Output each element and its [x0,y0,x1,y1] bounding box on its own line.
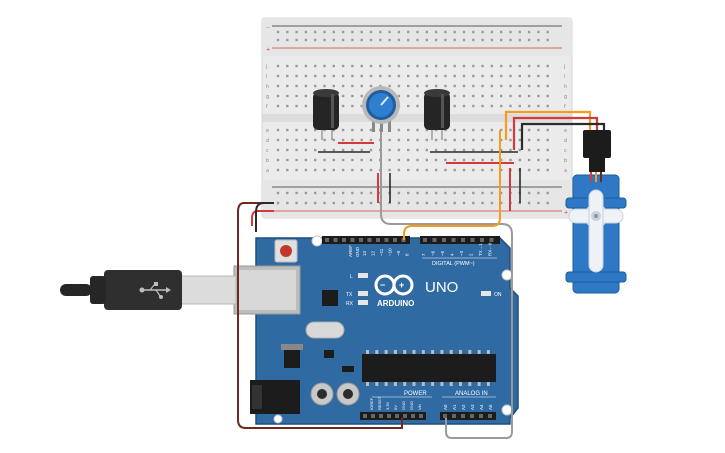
usb-symbol-icon [139,282,171,299]
usb-chip [322,290,338,306]
led-on [481,291,491,296]
rail-plus-label-bottom: + [564,210,568,216]
row-letter-right: f [564,104,566,110]
aref-label: AREF [348,245,353,257]
digital-pin-label: ~6 [431,250,436,256]
power-pin-label: Vin [417,404,422,410]
arduino-uno-board[interactable]: − + ARDUINO UNO L TX RX ON DIGITAL (PWM~… [233,235,519,425]
servo-wires [504,110,606,150]
analog-pin-label: A5 [488,404,493,410]
led-l [358,273,368,278]
analog-header[interactable] [440,412,496,420]
row-letter-right: b [564,158,567,164]
capacitor-right[interactable] [424,89,450,140]
row-letter-left: a [266,168,269,174]
digital-pin-label: 13 [362,250,367,256]
row-letter-right: g [564,94,567,100]
rail-plus-label: + [266,47,270,53]
analog-pin-label: A2 [461,404,466,410]
analog-in-label: ANALOG IN [455,391,488,397]
row-letter-right: j [563,64,565,70]
row-letter-right: a [564,168,567,174]
led-tx-label: TX [346,292,353,298]
arduino-brand: ARDUINO [377,299,414,308]
breadboard-center-channel [262,114,572,122]
analog-pin-label: A1 [452,404,457,410]
digital-pin-label: ~9 [396,250,401,256]
row-letter-left: h [266,84,269,90]
svg-text:+: + [399,280,404,290]
row-letter-left: j [265,64,267,70]
digital-pin-label: 8 [405,253,410,256]
arduino-logo: − + [374,274,414,296]
atmega-microcontroller [362,354,496,382]
svg-text:−: − [380,280,385,290]
digital-pin-label: ~5 [440,250,445,256]
digital-pin-labels: 13 12~11 ~10~9 8 7 ~6 ~5 4 ~3 2 TX→1 RX←0 [362,242,493,256]
digital-pin-label: 12 [371,250,376,256]
power-pin-label: 5V [393,405,398,410]
row-letter-right: e [564,128,567,134]
led-l-label: L [350,274,353,280]
row-letter-left: f [266,104,268,110]
potentiometer[interactable] [362,86,400,132]
servo-connector[interactable] [583,130,611,158]
row-letter-right: h [564,84,567,90]
analog-pin-label: A4 [479,404,484,410]
analog-pin-labels: A0 A1 A2 A3 A4 A5 [443,404,493,410]
digital-pin-label: TX→1 [478,243,483,256]
led-rx [358,300,368,305]
power-pin-label: GND [409,401,414,410]
capacitor-left[interactable] [313,89,339,140]
digital-header-left[interactable] [322,236,410,244]
breadboard-jumpers [318,142,521,211]
row-letter-right: c [564,148,567,154]
usb-plug-metal [179,275,237,305]
crystal-oscillator [305,321,345,339]
row-letter-left: i [266,74,267,80]
row-letter-right: i [564,74,565,80]
analog-pin-label: A0 [443,404,448,410]
row-letter-right: d [564,138,567,144]
power-pin-label: IOREF [369,397,374,410]
led-on-label: ON [494,292,502,298]
digital-pin-label: 7 [421,253,426,256]
digital-header-right[interactable] [420,236,500,244]
power-pin-label: RESET [377,396,382,410]
digital-pin-label: ~3 [459,250,464,256]
power-label: POWER [404,391,427,397]
digital-pin-label: ~11 [379,248,384,256]
arduino-model: UNO [425,279,458,296]
reset-button-cap[interactable] [280,245,292,257]
led-rx-label: RX [346,301,354,307]
row-letter-left: b [266,158,269,164]
digital-pin-label: 4 [450,253,455,256]
digital-pin-label: RX←0 [488,242,493,256]
servo-motor[interactable] [565,130,627,294]
digital-pin-label: 2 [469,253,474,256]
power-header[interactable] [360,412,426,420]
row-letter-left: c [266,148,269,154]
breadboard-holes [276,30,549,205]
led-tx [358,291,368,296]
usb-cable[interactable] [60,270,237,310]
row-letter-left: e [266,128,269,134]
voltage-regulator [284,348,300,368]
gnd-label-top: GND [355,246,360,257]
power-pin-label: GND [401,401,406,410]
analog-pin-label: A3 [470,404,475,410]
row-letter-left: g [266,94,269,100]
rail-minus-label: − [266,25,270,31]
digital-pin-label: ~10 [388,248,393,256]
row-letter-left: d [266,138,269,144]
main-wires [237,130,513,439]
power-pin-label: 3.3V [385,401,390,410]
digital-pwm-label: DIGITAL (PWM~) [432,261,475,267]
